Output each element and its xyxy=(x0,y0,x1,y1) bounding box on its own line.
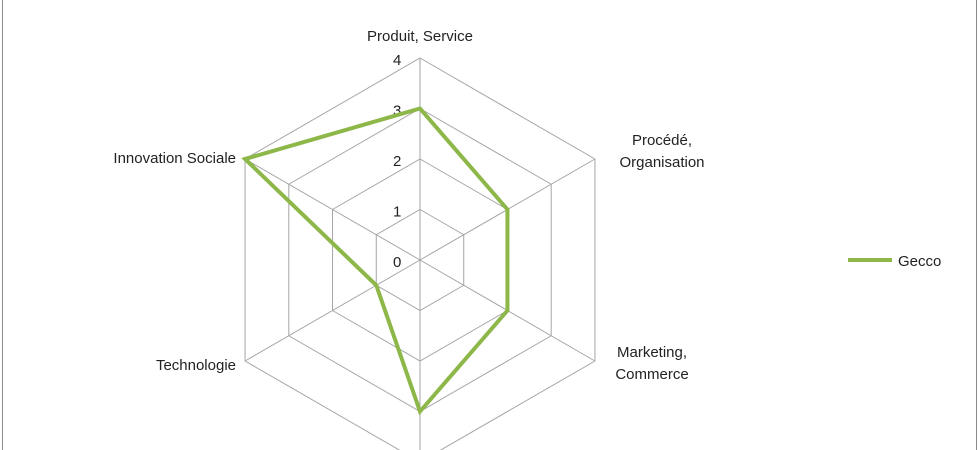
category-label: Organisation xyxy=(619,154,704,171)
tick-label: 1 xyxy=(393,204,401,221)
category-label: Produit, Service xyxy=(367,28,473,45)
category-label: Technologie xyxy=(156,357,236,374)
category-label: Procédé, xyxy=(632,132,692,149)
axis-spoke xyxy=(244,259,421,362)
axis-spoke xyxy=(244,158,421,261)
legend-label: Gecco xyxy=(898,253,941,270)
category-label: Marketing, xyxy=(617,344,687,361)
tick-label: 0 xyxy=(393,254,401,271)
tick-label: 4 xyxy=(393,52,401,69)
tick-label: 3 xyxy=(393,103,401,120)
tick-label: 2 xyxy=(393,153,401,170)
category-label: Commerce xyxy=(615,366,688,383)
category-label: Innovation Sociale xyxy=(113,150,236,167)
